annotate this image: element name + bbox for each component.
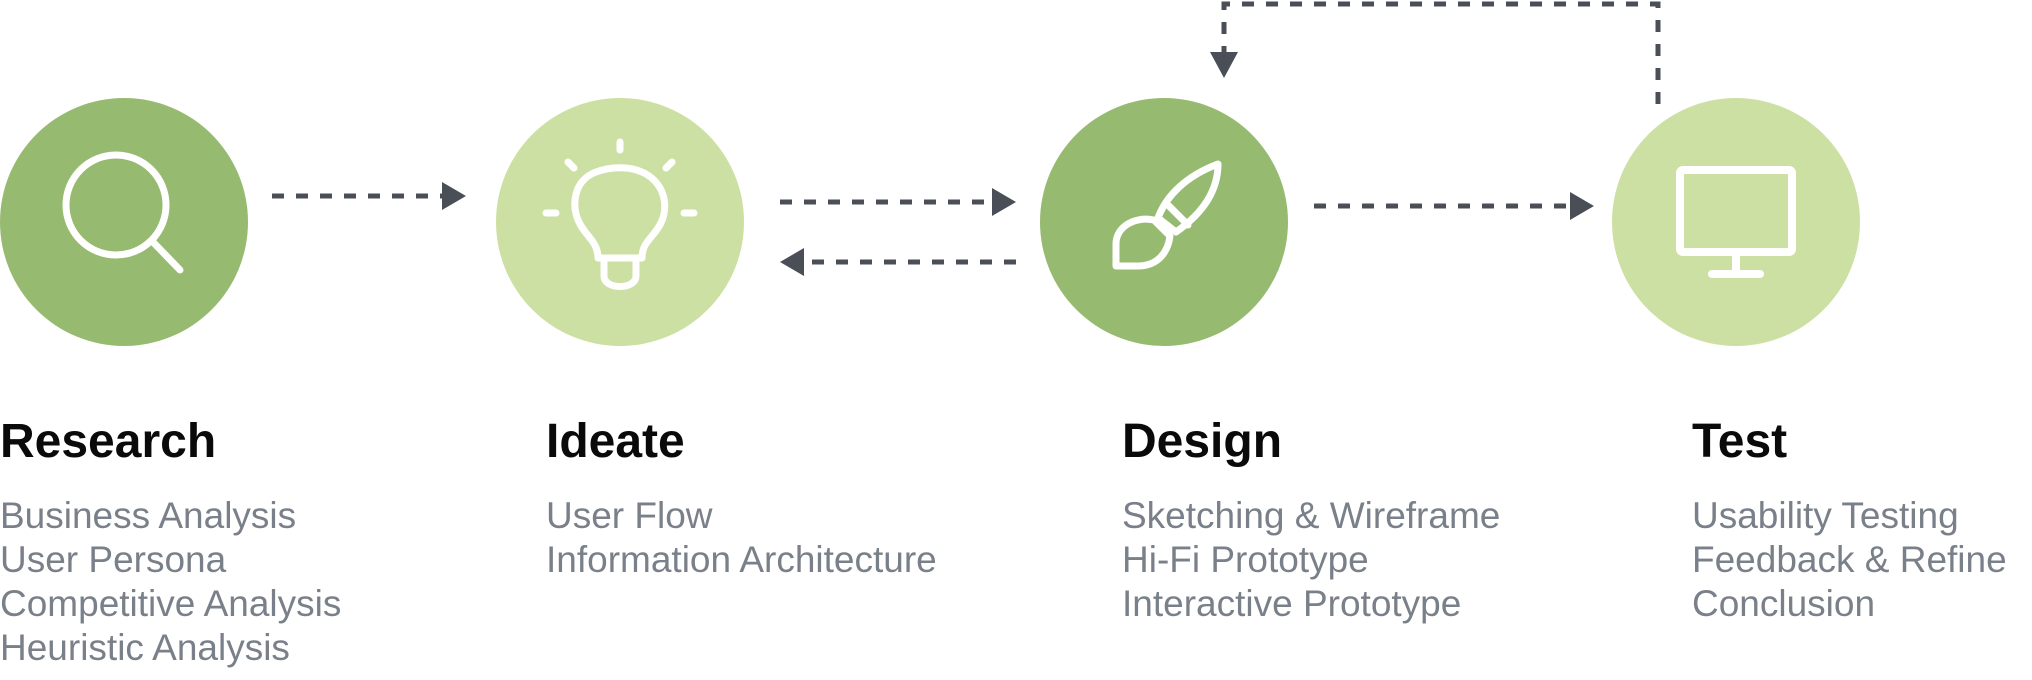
arrowhead-design-to-ideate xyxy=(780,248,804,276)
stage-item: Sketching & Wireframe xyxy=(1122,495,1501,536)
arrowhead-ideate-to-design xyxy=(992,188,1016,216)
stage-item: Business Analysis xyxy=(0,495,297,536)
stage-item-list: User Flow Information Architecture xyxy=(546,494,937,582)
stage-item-list: Business Analysis User Persona Competiti… xyxy=(0,494,341,670)
arrowhead-research-to-ideate xyxy=(442,182,466,210)
arrowhead-test-to-design-loop xyxy=(1210,52,1238,78)
arrowhead-design-to-test xyxy=(1570,192,1594,220)
stage-circle-ideate xyxy=(496,98,744,346)
stage-item: Hi-Fi Prototype xyxy=(1122,539,1369,580)
stage-item: Information Architecture xyxy=(546,539,937,580)
stage-item: Competitive Analysis xyxy=(0,583,342,624)
stage-item-list: Usability Testing Feedback & Refine Conc… xyxy=(1692,494,2007,626)
stage-circle-research xyxy=(0,98,248,346)
stage-title: Design xyxy=(1122,415,1283,468)
stage-title: Ideate xyxy=(546,415,685,468)
lightbulb-icon xyxy=(542,138,698,290)
arrow-test-to-design-loop xyxy=(1221,1,1661,104)
stage-item: Feedback & Refine xyxy=(1692,539,2007,580)
stage-item: Interactive Prototype xyxy=(1122,583,1462,624)
stage-title: Research xyxy=(0,415,217,468)
stage-item: Usability Testing xyxy=(1692,495,1959,536)
search-icon xyxy=(62,151,184,274)
monitor-icon xyxy=(1676,166,1796,278)
stage-item: User Persona xyxy=(0,539,227,580)
stage-circle-test xyxy=(1612,98,1860,346)
stage-item: Heuristic Analysis xyxy=(0,627,290,668)
stage-item-list: Sketching & Wireframe Hi-Fi Prototype In… xyxy=(1122,494,1500,626)
stage-item: User Flow xyxy=(546,495,713,536)
stage-title: Test xyxy=(1692,415,1788,468)
stage-item: Conclusion xyxy=(1692,583,1876,624)
paintbrush-icon xyxy=(1112,160,1222,270)
